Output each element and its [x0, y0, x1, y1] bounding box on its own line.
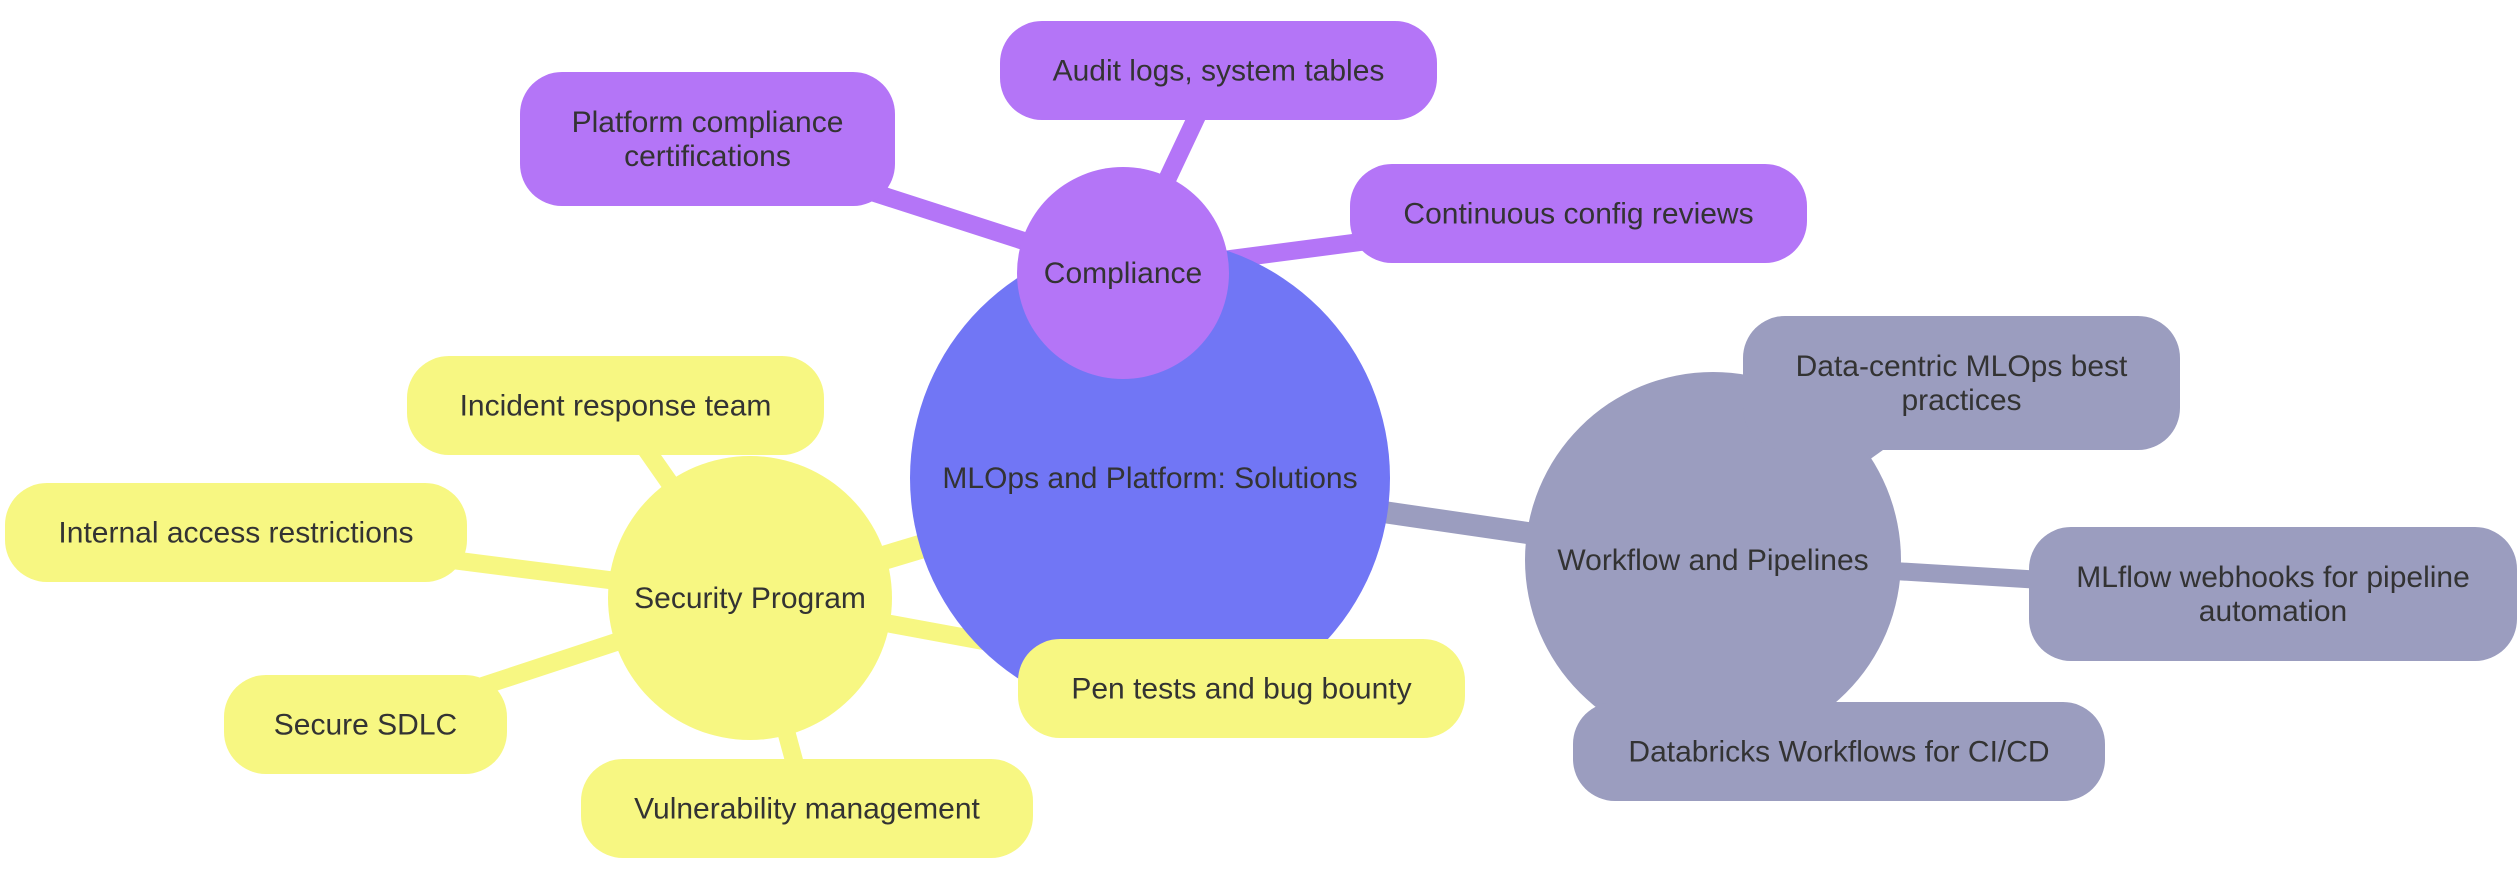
leaf-node-secure-sdlc	[224, 675, 507, 774]
leaf-node-databricks-workflows-for-ci-cd	[1573, 702, 2105, 801]
leaf-node-incident-response-team	[407, 356, 824, 455]
root-node-label: MLOps and Platform: Solutions	[942, 462, 1357, 495]
leaf-node-internal-access-restrictions	[5, 483, 467, 582]
leaf-node-incident-response-team-label: Incident response team	[460, 389, 772, 422]
leaf-node-data-centric-mlops-best-practices	[1743, 316, 2180, 450]
leaf-node-vulnerability-management	[581, 759, 1033, 858]
leaf-node-pen-tests-and-bug-bounty	[1018, 639, 1465, 738]
leaf-node-continuous-config-reviews	[1350, 164, 1807, 263]
leaf-node-internal-access-restrictions-label: Internal access restrictions	[58, 516, 413, 549]
branch-node-workflow-label: Workflow and Pipelines	[1557, 544, 1868, 577]
branch-node-compliance-label: Compliance	[1044, 257, 1202, 290]
nodes-layer: MLOps and Platform: Solutions Compliance A…	[5, 21, 2517, 858]
branch-node-workflow	[1525, 372, 1901, 748]
leaf-node-platform-compliance-certifications	[520, 72, 895, 206]
leaf-node-pen-tests-and-bug-bounty-label: Pen tests and bug bounty	[1071, 672, 1411, 705]
leaf-node-audit-logs-system-tables	[1000, 21, 1437, 120]
leaf-node-continuous-config-reviews-label: Continuous config reviews	[1403, 197, 1753, 230]
branch-node-security-label: Security Program	[634, 582, 866, 615]
leaf-node-audit-logs-system-tables-label: Audit logs, system tables	[1053, 54, 1385, 87]
branch-node-compliance	[1017, 167, 1229, 379]
root-node	[910, 238, 1390, 718]
leaf-node-databricks-workflows-for-ci-cd-label: Databricks Workflows for CI/CD	[1628, 735, 2049, 768]
branch-node-security	[608, 456, 892, 740]
leaf-node-secure-sdlc-label: Secure SDLC	[274, 708, 457, 741]
leaf-node-mlflow-webhooks-for-pipeline-automation	[2029, 527, 2517, 661]
leaf-node-vulnerability-management-label: Vulnerability management	[634, 792, 980, 825]
